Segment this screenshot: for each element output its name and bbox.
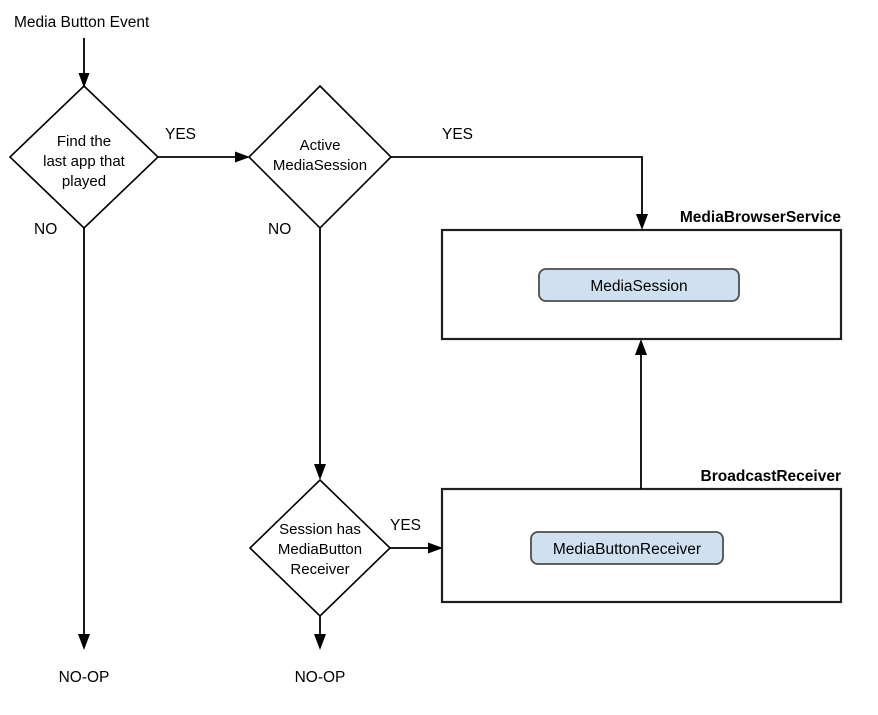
node-mediasession[interactable]: MediaSession <box>538 268 740 302</box>
edge-label-find-last-app-yes: YES <box>165 126 196 143</box>
container-mediabrowserservice-title: MediaBrowserService <box>680 209 841 226</box>
decision-session-has-mediabutton-receiver[interactable]: Session has MediaButton Receiver <box>248 478 392 618</box>
node-mediabuttonreceiver-label: MediaButtonReceiver <box>553 541 701 558</box>
edge-label-active-mediasession-no: NO <box>268 221 291 238</box>
edge-find-last-app-yes: YES <box>158 126 250 163</box>
edge-session-has-receiver-yes: YES <box>390 517 443 554</box>
container-mediabrowserservice[interactable]: MediaBrowserService MediaSession <box>440 209 843 341</box>
decision-session-has-receiver-line-2: MediaButton <box>278 541 362 558</box>
edge-active-mediasession-yes: YES <box>391 126 648 230</box>
terminal-noop-middle: NO-OP <box>295 669 346 686</box>
decision-find-last-app-line-1: Find the <box>57 133 111 150</box>
source-label: Media Button Event <box>14 14 150 31</box>
container-broadcastreceiver-title: BroadcastReceiver <box>701 468 841 485</box>
edge-broadcastreceiver-to-mediabrowserservice <box>635 339 647 489</box>
decision-session-has-receiver-line-3: Receiver <box>290 561 349 578</box>
decision-active-mediasession[interactable]: Active MediaSession <box>247 84 393 230</box>
decision-active-mediasession-line-1: Active <box>300 137 341 154</box>
node-mediasession-label: MediaSession <box>590 278 687 295</box>
edge-session-has-receiver-down <box>314 616 326 650</box>
edge-label-active-mediasession-yes: YES <box>442 126 473 143</box>
decision-session-has-receiver-line-1: Session has <box>279 521 361 538</box>
decision-active-mediasession-line-2: MediaSession <box>273 157 367 174</box>
edge-active-mediasession-no: NO <box>268 221 326 480</box>
decision-find-last-app[interactable]: Find the last app that played <box>8 84 160 230</box>
container-broadcastreceiver[interactable]: BroadcastReceiver MediaButtonReceiver <box>440 468 843 604</box>
decision-find-last-app-line-3: played <box>62 173 106 190</box>
edge-find-last-app-no: NO <box>34 221 90 650</box>
node-mediabuttonreceiver[interactable]: MediaButtonReceiver <box>530 531 724 565</box>
decision-find-last-app-line-2: last app that <box>43 153 126 170</box>
edge-label-session-has-receiver-yes: YES <box>390 517 421 534</box>
edge-source-to-find-last-app <box>78 38 90 88</box>
edge-label-find-last-app-no: NO <box>34 221 57 238</box>
terminal-noop-left: NO-OP <box>59 669 110 686</box>
